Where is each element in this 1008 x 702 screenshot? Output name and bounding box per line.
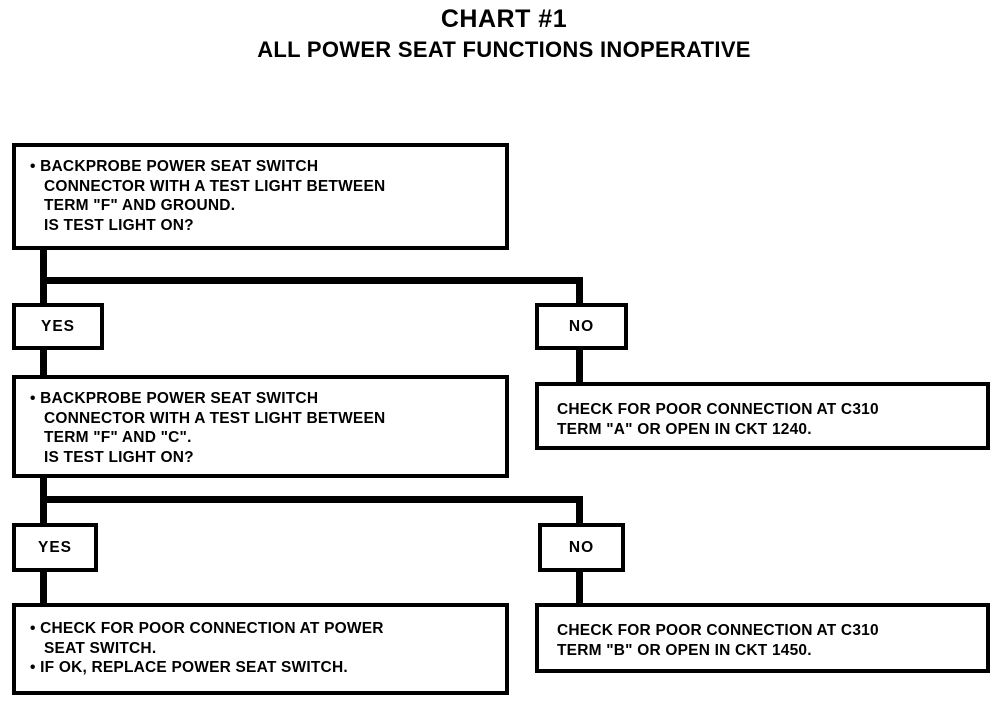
chart-title: CHART #1	[440, 5, 568, 33]
node-step1-no-result: CHECK FOR POOR CONNECTION AT C310 TERM "…	[535, 382, 990, 450]
chart-title-block: CHART #1 ALL POWER SEAT FUNCTIONS INOPER…	[0, 4, 1008, 64]
connector-step1-yes-to-step2	[40, 346, 47, 380]
node-step2-yes-result-line1: • CHECK FOR POOR CONNECTION AT POWER SEA…	[30, 620, 384, 657]
connector-step1-branch-bar	[40, 277, 583, 284]
node-step2-yes[interactable]: YES	[12, 523, 98, 572]
node-step1-no-result-text: CHECK FOR POOR CONNECTION AT C310 TERM "…	[557, 401, 879, 438]
node-step2-no[interactable]: NO	[538, 523, 625, 572]
connector-step2-yes-to-result	[40, 568, 47, 604]
chart-subtitle: ALL POWER SEAT FUNCTIONS INOPERATIVE	[257, 37, 751, 62]
node-step1-text: • BACKPROBE POWER SEAT SWITCH CONNECTOR …	[30, 158, 386, 234]
node-step1-no-label: NO	[568, 317, 595, 335]
node-step1-yes-label: YES	[40, 317, 75, 335]
connector-step2-no-to-result	[576, 568, 583, 604]
connector-step1-no-down	[576, 277, 583, 307]
connector-step2-yes-down	[40, 496, 47, 526]
node-step2-no-label: NO	[568, 538, 595, 556]
node-step1-no[interactable]: NO	[535, 303, 628, 350]
node-step2-no-result-text: CHECK FOR POOR CONNECTION AT C310 TERM "…	[557, 622, 879, 659]
connector-step1-down	[40, 248, 47, 284]
node-step1: • BACKPROBE POWER SEAT SWITCH CONNECTOR …	[12, 143, 509, 250]
node-step2-text: • BACKPROBE POWER SEAT SWITCH CONNECTOR …	[30, 390, 386, 466]
node-step1-yes[interactable]: YES	[12, 303, 104, 350]
connector-step1-yes-down	[40, 277, 47, 307]
node-step2-yes-label: YES	[37, 538, 72, 556]
node-step2-yes-result: • CHECK FOR POOR CONNECTION AT POWER SEA…	[12, 603, 509, 695]
node-step2-no-result: CHECK FOR POOR CONNECTION AT C310 TERM "…	[535, 603, 990, 673]
connector-step2-branch-bar	[40, 496, 583, 503]
connector-step2-down	[40, 474, 47, 510]
node-step2-yes-result-line2: • IF OK, REPLACE POWER SEAT SWITCH.	[30, 659, 348, 676]
connector-step1-no-to-result	[576, 346, 583, 386]
node-step2: • BACKPROBE POWER SEAT SWITCH CONNECTOR …	[12, 375, 509, 478]
connector-step2-no-down	[576, 496, 583, 526]
